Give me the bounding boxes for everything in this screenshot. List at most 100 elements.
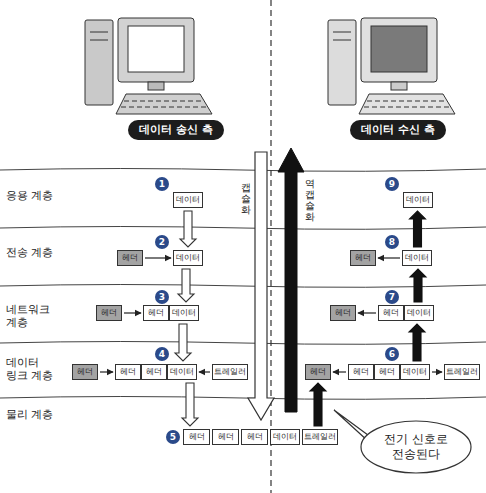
node-text: 데이터: [405, 253, 429, 263]
keyboard-keys: [364, 107, 451, 108]
node-text: 헤더: [120, 367, 136, 377]
node-text: 트레일러: [214, 367, 246, 377]
computer-detail: [90, 32, 108, 33]
computer-detail: [333, 40, 351, 41]
arrow-connector: [358, 312, 376, 313]
decapsulation-step-arrow: [310, 383, 326, 426]
computer-monitor: [361, 18, 437, 82]
packet-box: 데이터: [173, 250, 203, 266]
callout-number: 2: [155, 235, 169, 249]
callout-number: 1: [155, 177, 169, 191]
node-text: 데이터 송신 측: [139, 123, 212, 137]
node-text: 데이터: [176, 195, 200, 205]
node-text: 헤더: [379, 367, 395, 377]
packet-box: 헤더: [183, 429, 210, 445]
layer-name: 데이터 링크 계층: [6, 356, 60, 382]
node-text: 데이터: [403, 367, 427, 377]
packet-box: 헤더: [141, 364, 167, 380]
packet-box: 트레일러: [302, 429, 338, 445]
keyboard: [359, 94, 455, 114]
node-text: 헤더: [310, 367, 326, 377]
packet-box: 헤더: [374, 364, 400, 380]
decapsulation-step-arrow: [410, 211, 426, 247]
layer-name: 전송 계층: [6, 246, 60, 259]
callout-number: 3: [155, 290, 169, 304]
computer-tower: [85, 20, 113, 105]
side-label: 데이터 송신 측: [128, 120, 224, 140]
packet-box: 헤더: [378, 305, 404, 321]
monitor-stand: [148, 82, 164, 90]
packet-box: 트레일러: [212, 364, 248, 380]
node-text: 데이터: [172, 308, 196, 318]
computer-detail: [90, 40, 108, 41]
decapsulation-arrow: [278, 148, 304, 412]
node-text: 헤더: [218, 432, 234, 442]
process-label: 캡슐화: [239, 176, 251, 209]
packet-box: 데이터: [404, 305, 434, 321]
encapsulation-step-arrow: [180, 211, 196, 247]
packet-box: 데이터: [173, 192, 203, 208]
callout-number: 6: [385, 347, 399, 361]
packet-box: 데이터: [400, 364, 430, 380]
packet-box: 헤더: [212, 429, 239, 445]
layer-line: [0, 169, 486, 172]
arrow-connector: [145, 257, 171, 258]
speech-bubble: 전기 신호로 전송된다: [360, 420, 472, 474]
packet-box: 데이터: [403, 192, 433, 208]
packet-box: 헤더: [143, 305, 169, 321]
node-text: 헤더: [122, 253, 138, 263]
arrow-connector: [378, 257, 400, 258]
layer-line: [0, 342, 486, 345]
packet-box: 트레일러: [444, 364, 480, 380]
divider-line: [270, 0, 271, 493]
computer-screen: [128, 26, 184, 72]
node-text: 헤더: [146, 367, 162, 377]
node-text: 데이터: [406, 195, 430, 205]
node-text: 헤더: [335, 308, 351, 318]
arrow-connector: [124, 312, 141, 313]
packet-box: 데이터: [270, 429, 300, 445]
node-text: 트레일러: [446, 367, 478, 377]
callout-number: 4: [155, 347, 169, 361]
encapsulation-step-arrow: [182, 383, 198, 426]
node-text: 트레일러: [304, 432, 336, 442]
keyboard-keys: [121, 107, 208, 108]
callout-number: 5: [166, 430, 180, 444]
keyboard: [116, 94, 212, 114]
packet-box: 헤더: [241, 429, 268, 445]
header-box: 헤더: [305, 364, 331, 380]
packet-box: 헤더: [348, 364, 374, 380]
arrow-connector: [432, 371, 442, 372]
callout-number: 7: [385, 290, 399, 304]
node-text: 헤더: [101, 308, 117, 318]
encapsulation-arrow: [248, 152, 274, 420]
packet-box: 헤더: [115, 364, 141, 380]
encapsulation-step-arrow: [178, 269, 194, 302]
header-box: 헤더: [96, 305, 122, 321]
computer-monitor: [118, 18, 194, 82]
layer-name: 응용 계층: [6, 189, 60, 202]
node-text: 헤더: [383, 308, 399, 318]
decapsulation-step-arrow: [410, 269, 426, 302]
layer-name: 물리 계층: [6, 408, 60, 421]
header-box: 헤더: [117, 250, 143, 266]
header-box: 헤더: [350, 250, 376, 266]
layer-name: 네트워크 계층: [6, 303, 60, 329]
node-text: 헤더: [355, 253, 371, 263]
node-text: 헤더: [247, 432, 263, 442]
packet-box: 데이터: [402, 250, 432, 266]
arrow-connector: [100, 371, 113, 372]
node-text: 데이터: [407, 308, 431, 318]
header-box: 헤더: [72, 364, 98, 380]
node-text: 헤더: [189, 432, 205, 442]
computer-tower: [328, 20, 356, 105]
keyboard-keys: [124, 101, 204, 102]
layer-line: [0, 397, 486, 400]
node-text: 데이터: [170, 367, 194, 377]
arrow-connector: [333, 371, 346, 372]
node-text: 헤더: [77, 367, 93, 377]
packet-box: 데이터: [169, 305, 199, 321]
callout-number: 8: [385, 235, 399, 249]
